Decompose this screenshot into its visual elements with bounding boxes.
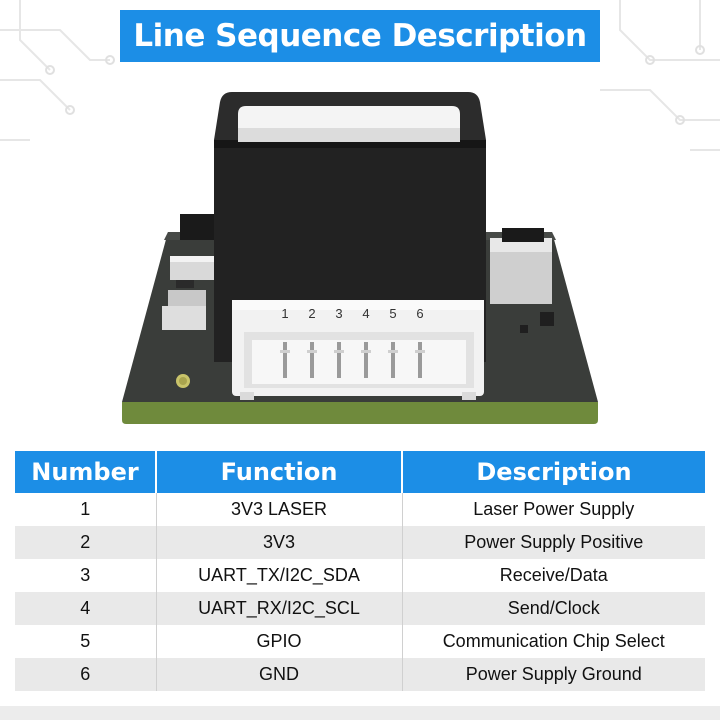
table-row: 1 3V3 LASER Laser Power Supply	[15, 493, 705, 526]
table-row: 4 UART_RX/I2C_SCL Send/Clock	[15, 592, 705, 625]
cell-function: 3V3	[156, 526, 403, 559]
cell-function: UART_RX/I2C_SCL	[156, 592, 403, 625]
cell-description: Receive/Data	[402, 559, 705, 592]
pin-label-2: 2	[308, 306, 315, 321]
pin-function-table: Number Function Description 1 3V3 LASER …	[15, 451, 705, 691]
header-number: Number	[15, 451, 157, 493]
cell-number: 1	[15, 493, 157, 526]
cell-description: Power Supply Positive	[402, 526, 705, 559]
table-row: 3 UART_TX/I2C_SDA Receive/Data	[15, 559, 705, 592]
cell-number: 4	[15, 592, 157, 625]
cell-number: 2	[15, 526, 157, 559]
table-row: 2 3V3 Power Supply Positive	[15, 526, 705, 559]
table-row: 6 GND Power Supply Ground	[15, 658, 705, 691]
pin-label-3: 3	[335, 306, 342, 321]
pin-label-6: 6	[416, 306, 423, 321]
page-title: Line Sequence Description	[120, 10, 600, 62]
pin-label-5: 5	[389, 306, 396, 321]
cell-number: 6	[15, 658, 157, 691]
cell-number: 5	[15, 625, 157, 658]
cell-function: UART_TX/I2C_SDA	[156, 559, 403, 592]
pin-label-1: 1	[281, 306, 288, 321]
cell-function: GND	[156, 658, 403, 691]
cell-description: Communication Chip Select	[402, 625, 705, 658]
header-description: Description	[402, 451, 705, 493]
cell-description: Laser Power Supply	[402, 493, 705, 526]
pin-label-4: 4	[362, 306, 369, 321]
cell-description: Power Supply Ground	[402, 658, 705, 691]
header-function: Function	[156, 451, 403, 493]
table-row: 5 GPIO Communication Chip Select	[15, 625, 705, 658]
cell-function: GPIO	[156, 625, 403, 658]
cell-function: 3V3 LASER	[156, 493, 403, 526]
cell-description: Send/Clock	[402, 592, 705, 625]
table-header-row: Number Function Description	[15, 451, 705, 493]
cell-number: 3	[15, 559, 157, 592]
sensor-module-illustration: 1 2 3 4 5 6	[122, 92, 598, 424]
